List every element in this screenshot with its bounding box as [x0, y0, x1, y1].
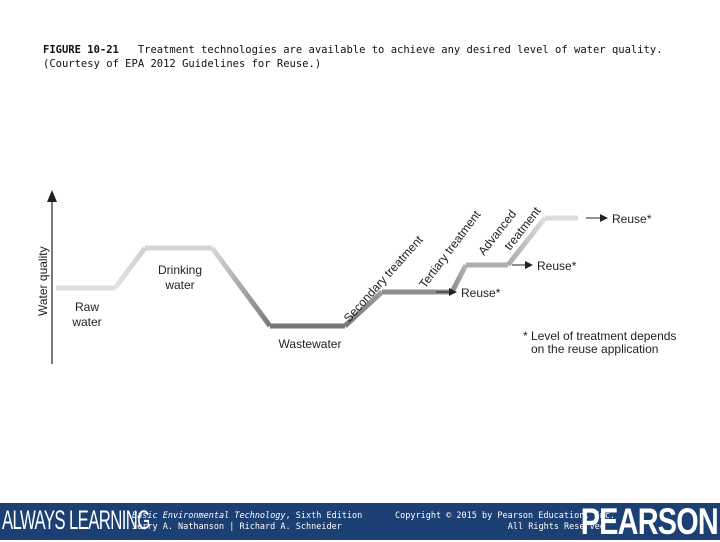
pearson-logo: PEARSON	[580, 501, 719, 542]
quality-path	[56, 215, 578, 329]
caption-credit: (Courtesy of EPA 2012 Guidelines for Reu…	[43, 58, 322, 70]
y-axis-label: Water quality	[36, 246, 50, 316]
book-authors: Jerry A. Nathanson | Richard A. Schneide…	[132, 522, 342, 532]
figure-label: FIGURE 10-21	[43, 44, 119, 56]
figure-caption: FIGURE 10-21 Treatment technologies are …	[43, 43, 663, 71]
always-learning-tagline: ALWAYS LEARNING	[2, 505, 150, 535]
footer-bar: ALWAYS LEARNING Basic Environmental Tech…	[0, 503, 720, 540]
caption-text: Treatment technologies are available to …	[137, 44, 663, 56]
reuse-mid-label: Reuse*	[537, 259, 577, 273]
raw-water-label-1: Raw	[75, 300, 99, 314]
drinking-water-label-2: water	[164, 278, 194, 292]
book-title: Basic Environmental Technology	[132, 511, 286, 521]
rights-text: All Rights Reserved	[507, 522, 605, 532]
tertiary-treatment-label: Tertiary treatment	[416, 207, 484, 291]
drinking-water-label-1: Drinking	[158, 263, 202, 277]
wastewater-label: Wastewater	[279, 337, 342, 351]
book-edition: , Sixth Edition	[285, 511, 363, 521]
footnote-line-2: on the reuse application	[531, 342, 658, 356]
book-info: Basic Environmental Technology, Sixth Ed…	[132, 511, 362, 533]
y-axis-arrowhead	[47, 190, 57, 202]
secondary-treatment-label: Secondary treatment	[341, 232, 426, 325]
reuse-high-label: Reuse*	[612, 212, 652, 226]
raw-water-label-2: water	[71, 315, 101, 329]
copyright-notice: Copyright © 2015 by Pearson Education, I…	[395, 511, 615, 533]
footnote-line-1: * Level of treatment depends	[523, 329, 676, 343]
copyright-text: Copyright © 2015 by Pearson Education, I…	[395, 511, 616, 521]
reuse-low-label: Reuse*	[461, 286, 501, 300]
